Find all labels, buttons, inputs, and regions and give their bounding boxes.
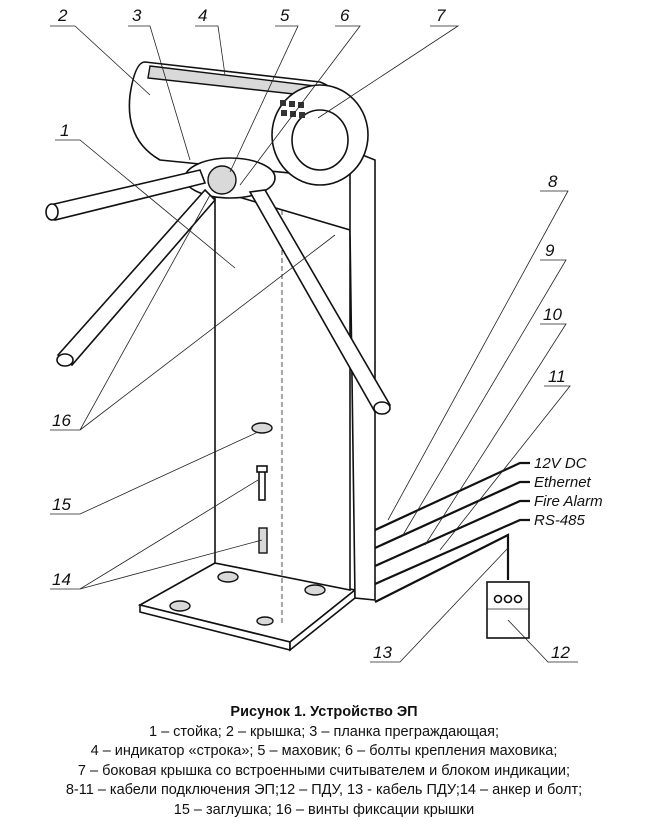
turnstile-diagram: 2 3 4 5 6 7 1 8 9 10 11 16 15 14 13 12 1…	[45, 6, 603, 663]
caption-title: Рисунок 1. Устройство ЭП	[230, 704, 418, 720]
callout-12: 12	[551, 643, 570, 662]
leader-lines	[50, 25, 578, 663]
head-housing	[128, 61, 369, 199]
plug-and-anchor	[251, 422, 273, 554]
callout-4: 4	[198, 6, 207, 25]
cable-label-rs485: RS-485	[534, 512, 586, 529]
callout-3: 3	[132, 6, 142, 25]
callout-11: 11	[548, 367, 566, 386]
callout-1: 1	[60, 121, 69, 140]
callout-8: 8	[548, 172, 558, 191]
cable-label-ethernet: Ethernet	[534, 474, 592, 491]
callout-7: 7	[436, 6, 446, 25]
callout-6: 6	[340, 6, 350, 25]
figure-caption: Рисунок 1. Устройство ЭП 1 – стойка; 2 –…	[0, 703, 648, 820]
cable-label-12v-dc: 12V DC	[534, 455, 587, 472]
cable-label-fire-alarm: Fire Alarm	[534, 493, 603, 510]
barrier-arms	[45, 169, 392, 415]
callout-14: 14	[52, 570, 71, 589]
caption-line: 8-11 – кабели подключения ЭП;12 – ПДУ, 1…	[65, 782, 583, 798]
callout-2: 2	[57, 6, 68, 25]
post	[214, 148, 376, 625]
callout-9: 9	[545, 241, 555, 260]
caption-line: 15 – заглушка; 16 – винты фиксации крышк…	[173, 801, 475, 818]
cables	[374, 461, 530, 603]
caption-line: 4 – индикатор «строка»; 5 – маховик; 6 –…	[90, 743, 558, 759]
base-plate	[137, 562, 357, 652]
callout-10: 10	[543, 305, 562, 324]
callout-13: 13	[373, 643, 392, 662]
callout-16: 16	[52, 411, 71, 430]
caption-line: 7 – боковая крышка со встроенными считыв…	[77, 762, 571, 779]
remote-control-unit	[486, 581, 530, 639]
callout-15: 15	[52, 495, 71, 514]
callout-5: 5	[280, 6, 290, 25]
caption-line: 1 – стойка; 2 – крышка; 3 – планка прегр…	[149, 723, 499, 740]
